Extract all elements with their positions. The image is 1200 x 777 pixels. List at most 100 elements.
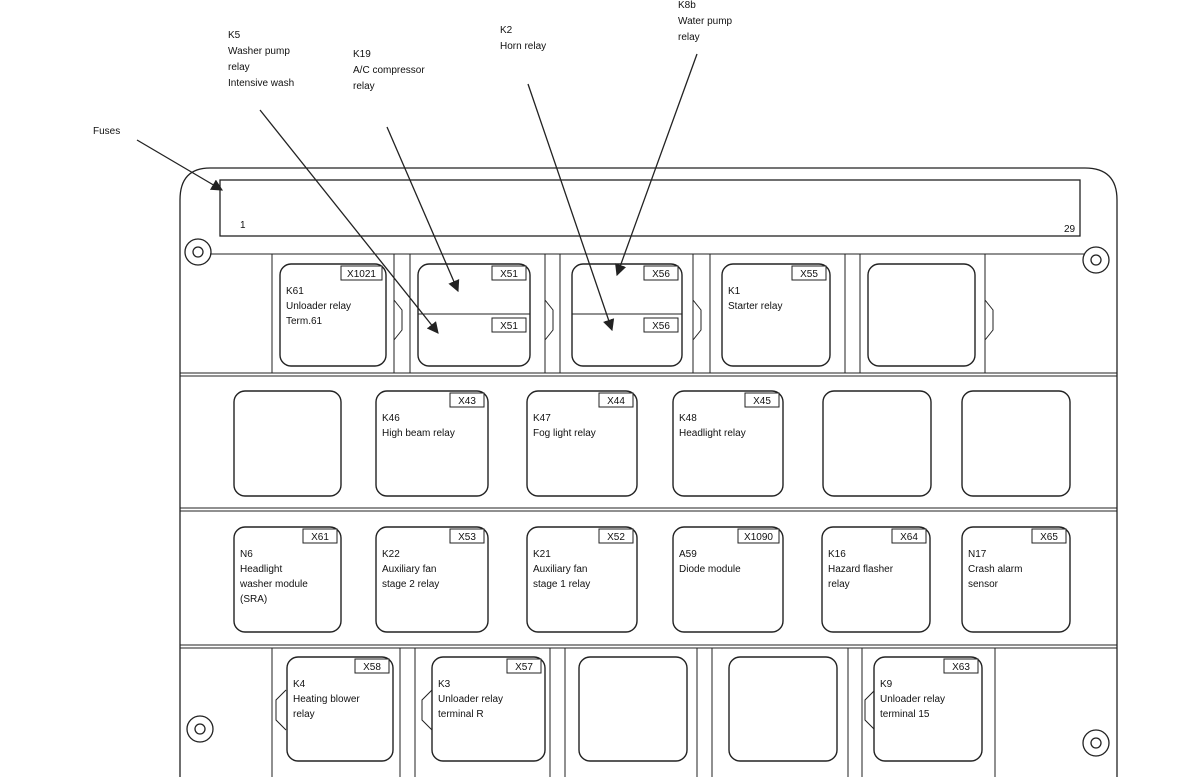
callout-k2-line-2: Horn relay [500, 41, 546, 52]
connector-label: X44 [607, 396, 625, 407]
connector-label: X53 [458, 532, 476, 543]
connector-label-box [791, 265, 827, 281]
fuse-strip [219, 179, 1081, 237]
relay-label-line: relay [293, 709, 315, 720]
relay-outline [961, 526, 1071, 633]
relay-label-line: K21 [533, 549, 551, 560]
callout-k19-line-1: K19 [353, 49, 371, 60]
mounting-screw-top-right [1082, 246, 1110, 274]
connector-label-box [744, 392, 780, 408]
relay-label-line: K46 [382, 413, 400, 424]
connector-label-box [598, 392, 634, 408]
relay-socket [867, 263, 976, 367]
relay-label-line: Unloader relay [438, 694, 503, 705]
callout-k2-line-1: K2 [500, 25, 513, 36]
connector-label: X63 [952, 662, 970, 673]
relay-outline [233, 390, 342, 497]
relay-outline [821, 526, 931, 633]
relay-label-line: N6 [240, 549, 253, 560]
callout-k5-line-3: relay [228, 62, 250, 73]
connector-label-box [891, 528, 927, 544]
relay-label-line: Unloader relay [286, 301, 351, 312]
callout-k8b-line-3: relay [678, 32, 700, 43]
relay-label-line: Crash alarm [968, 564, 1022, 575]
relay-outline [417, 263, 531, 367]
relay-label-line: Term.61 [286, 316, 323, 327]
callout-k8b-line-2: Water pump [678, 16, 733, 27]
relay-outline [961, 390, 1071, 497]
callout-k5: K5 Washer pump relay Intensive wash [228, 30, 294, 89]
connector-label-box [449, 392, 485, 408]
connector-label: X43 [458, 396, 476, 407]
relay-label-line: K3 [438, 679, 451, 690]
relay-label-line: Fog light relay [533, 428, 596, 439]
connector-label-box [1031, 528, 1067, 544]
relay-label-line: terminal 15 [880, 709, 930, 720]
connector-label-box [598, 528, 634, 544]
relay-socket [578, 656, 688, 762]
row4-socket-frames [271, 648, 996, 777]
relay-label-line: K9 [880, 679, 893, 690]
connector-label: X61 [311, 532, 329, 543]
relay-outline [526, 390, 638, 497]
connector-label: X52 [607, 532, 625, 543]
relay-label-line: Heating blower [293, 694, 360, 705]
fuse-first-number: 1 [240, 220, 246, 231]
connector-label: X51 [500, 269, 518, 280]
callout-k8b: K8b Water pump relay [678, 0, 735, 43]
rail-lines [180, 253, 1117, 649]
relay-outline [286, 656, 394, 762]
connector-label-lower-box [643, 317, 679, 333]
relay-label-line: Headlight [240, 564, 282, 575]
connector-label-box [943, 658, 979, 674]
relay-label-line: K61 [286, 286, 304, 297]
relay-outline [728, 656, 838, 762]
connector-label-lower: X51 [500, 321, 518, 332]
connector-label: X45 [753, 396, 771, 407]
connector-label-box [491, 265, 527, 281]
relay-label-line: Starter relay [728, 301, 782, 312]
mounting-screw-bottom-right [1082, 729, 1110, 757]
relay-label-line: Unloader relay [880, 694, 945, 705]
arrow-k2 [527, 83, 615, 332]
callout-k19-line-2: A/C compressor [353, 65, 425, 76]
relay-label-line: Hazard flasher [828, 564, 894, 575]
relay-label-line: Auxiliary fan [533, 564, 587, 575]
relay-label-line: washer module [239, 579, 308, 590]
callout-k5-line-2: Washer pump [228, 46, 290, 57]
connector-label-box [340, 265, 383, 281]
arrow-fuses [136, 139, 224, 191]
connector-label: X1090 [744, 532, 773, 543]
connector-label: X58 [363, 662, 381, 673]
connector-label-box [354, 658, 390, 674]
connector-label-box [506, 658, 542, 674]
relay-label-line: Diode module [679, 564, 741, 575]
relay-label-line: stage 2 relay [382, 579, 439, 590]
relay-outline [578, 656, 688, 762]
relay-label-line: K47 [533, 413, 551, 424]
connector-label: X64 [900, 532, 918, 543]
connector-label-lower: X56 [652, 321, 670, 332]
relay-label-line: K16 [828, 549, 846, 560]
relay-label-line: Auxiliary fan [382, 564, 436, 575]
fuse-last-number: 29 [1064, 224, 1076, 235]
mounting-screw-bottom-left [186, 715, 214, 743]
relay-outline [526, 526, 638, 633]
mounting-screw-top-left [184, 238, 212, 266]
connector-label-box [737, 528, 780, 544]
